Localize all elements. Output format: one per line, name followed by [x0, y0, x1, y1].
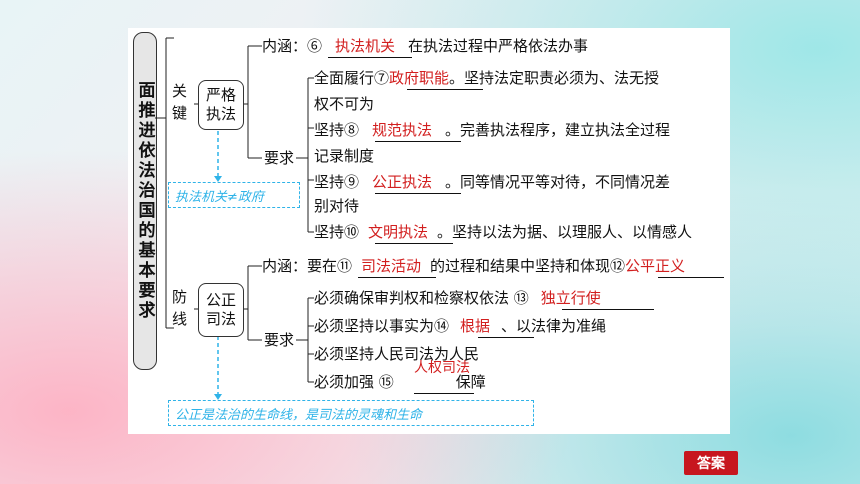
- underline: [358, 277, 436, 278]
- s1-item-1b: 权不可为: [314, 95, 375, 113]
- vertical-title: 面推进依法治国的基本要求: [133, 32, 157, 370]
- s2-item-4-answer: 人权司法: [414, 360, 470, 376]
- s1-item-1: 全面履行⑦政府职能。坚持法定职责必须为、法无授: [314, 69, 660, 87]
- underline: [328, 57, 412, 58]
- underline: [414, 393, 474, 394]
- underline: [407, 89, 483, 90]
- underline: [658, 277, 724, 278]
- underline: [562, 309, 654, 310]
- answer-button[interactable]: 答案: [684, 451, 738, 475]
- s2-item-3: 必须坚持人民司法为人民: [314, 345, 480, 363]
- s1-item-3b: 别对待: [314, 197, 360, 215]
- section1-label: 关键: [172, 82, 188, 122]
- section2-note: 公正是法治的生命线，是司法的灵魂和生命: [168, 400, 534, 426]
- s1-item-2b: 记录制度: [314, 147, 375, 165]
- s2-yaoqiu: 要求: [264, 331, 295, 349]
- underline: [375, 141, 461, 142]
- section2-label: 防线: [172, 288, 188, 328]
- mindmap-panel: 面推进依法治国的基本要求: [128, 28, 730, 434]
- s1-yaoqiu: 要求: [264, 149, 295, 167]
- section1-note: 执法机关≠政府: [168, 182, 300, 208]
- section1-box: 严格执法: [198, 80, 244, 130]
- s1-neihan-answer: 执法机关: [335, 37, 396, 55]
- underline: [478, 337, 534, 338]
- underline: [375, 193, 461, 194]
- underline: [375, 243, 453, 244]
- section2-box: 公正司法: [198, 283, 244, 337]
